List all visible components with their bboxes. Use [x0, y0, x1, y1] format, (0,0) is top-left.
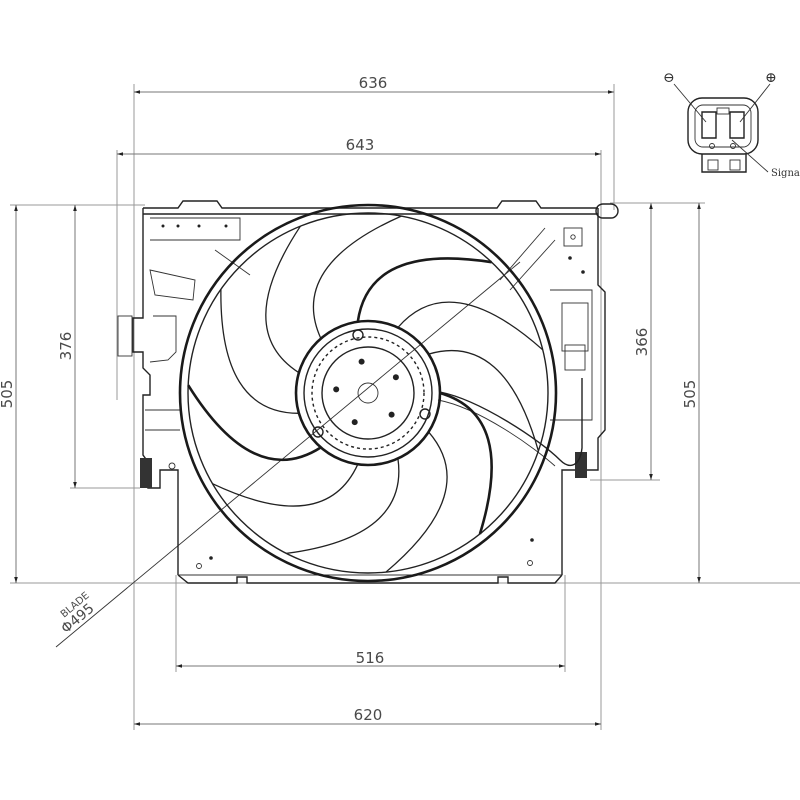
signal-label: Signal [771, 168, 800, 179]
dimension-516: 516 [175, 575, 566, 672]
hub-bolts [333, 358, 399, 426]
dim-516-label: 516 [356, 649, 385, 667]
fan-blade [187, 384, 322, 462]
hub-bolt [388, 411, 395, 418]
dimension-643: 643 [116, 136, 602, 730]
fan-blade [356, 257, 492, 322]
fan-blade [397, 301, 544, 351]
hub-bolt [351, 419, 358, 426]
dim-505-right-label: 505 [681, 380, 699, 409]
hub-bolt [333, 386, 340, 393]
dim-366-label: 366 [633, 328, 651, 357]
hub-bolt [392, 374, 399, 381]
dimension-505-right: 505 [610, 202, 705, 583]
dimension-620: 620 [134, 706, 601, 726]
fan-hub [294, 319, 442, 467]
fan-shroud [117, 200, 619, 584]
dim-376-label: 376 [57, 332, 75, 361]
fan-ring [178, 203, 558, 583]
positive-terminal-icon: ⊕ [765, 70, 777, 86]
fan-blade [385, 431, 448, 573]
fan-blade [312, 215, 402, 339]
negative-terminal-icon: ⊖ [663, 70, 675, 86]
dimension-505-left: 505 [0, 204, 800, 584]
dim-643-label: 643 [346, 136, 375, 154]
dim-620-label: 620 [354, 706, 383, 724]
dim-636-label: 636 [359, 74, 388, 92]
hub-bolt [358, 358, 365, 365]
fan-blades [187, 215, 544, 573]
fan-blade [212, 464, 359, 507]
fan-blade [220, 289, 299, 414]
fan-blade [439, 391, 493, 535]
fan-blade [265, 225, 301, 374]
fan-blade [286, 458, 400, 555]
blade-diameter-leader: BLADE Φ495 [55, 261, 521, 648]
dim-505-left-label: 505 [0, 380, 16, 409]
fan-blade [428, 349, 540, 452]
dimension-636: 636 [133, 74, 615, 730]
connector-pinout: ⊖ ⊕ Signal [663, 70, 800, 179]
dimension-376: 376 [57, 205, 140, 489]
